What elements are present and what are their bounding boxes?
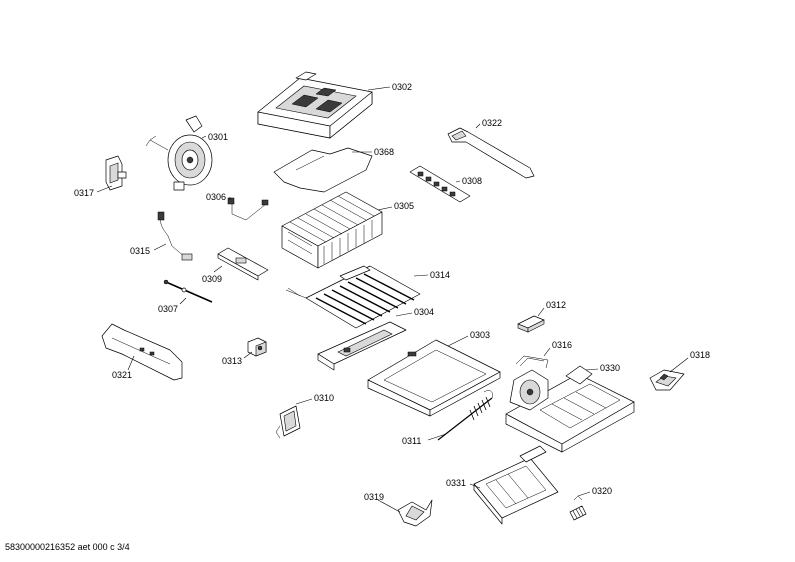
part-0310-mount-plate-icon [275,405,301,439]
part-0314-defrost-heater-icon [285,265,421,329]
label-0313: 0313 [222,356,242,366]
label-0318: 0318 [690,350,710,360]
label-0312: 0312 [546,300,566,310]
part-0313-plug-icon [247,337,267,357]
part-0318-end-cap-icon [649,369,685,391]
part-0321-duct-icon [101,323,183,381]
label-0309: 0309 [202,274,222,284]
label-0307: 0307 [158,304,178,314]
label-0310: 0310 [314,393,334,403]
label-0317: 0317 [74,188,94,198]
label-0314: 0314 [430,270,450,280]
part-0368-insulation-sheet-icon [273,147,373,193]
part-0330-fan-tray-icon [505,365,635,453]
part-0311-heating-wire-icon [437,390,493,441]
part-0302-drawer-lid-icon [257,71,373,139]
part-0307-rod-icon [163,279,213,303]
label-0302: 0302 [392,82,412,92]
label-0311: 0311 [402,436,421,446]
part-0319-corner-piece-icon [397,499,433,527]
part-0322-rail-icon [447,127,535,179]
label-0322: 0322 [482,118,502,128]
part-0308-heater-strip-icon [409,165,471,203]
label-0330: 0330 [600,363,620,373]
document-footer: 58300000216352 aet 000 c 3/4 [5,542,130,552]
part-0304-tray-cover-icon [317,321,407,371]
label-0321: 0321 [112,370,132,380]
part-0316-clip-icon [515,355,549,369]
part-0306-sensor-clip-icon [227,197,269,221]
label-0319: 0319 [364,492,384,502]
label-0304: 0304 [414,307,434,317]
label-0316: 0316 [552,340,572,350]
label-0306: 0306 [206,192,226,202]
part-0320-spring-clip-icon [569,495,587,521]
label-0305: 0305 [394,201,414,211]
label-0301: 0301 [208,132,228,142]
label-0315: 0315 [130,246,150,256]
label-0303: 0303 [470,330,490,340]
part-0317-bracket-icon [105,155,127,191]
part-0331-drawer-rail-frame-icon [473,445,559,525]
part-0315-temperature-sensor-icon [157,211,193,261]
part-0301-fan-housing-icon [145,115,213,191]
part-0312-block-icon [517,315,545,333]
label-0320: 0320 [592,486,612,496]
label-0368: 0368 [374,147,394,157]
label-0331: 0331 [446,478,466,488]
part-0309-holder-icon [217,247,269,281]
part-0303-drip-tray-icon [367,339,501,417]
label-0308: 0308 [462,176,482,186]
part-0305-evaporator-icon [281,191,383,269]
